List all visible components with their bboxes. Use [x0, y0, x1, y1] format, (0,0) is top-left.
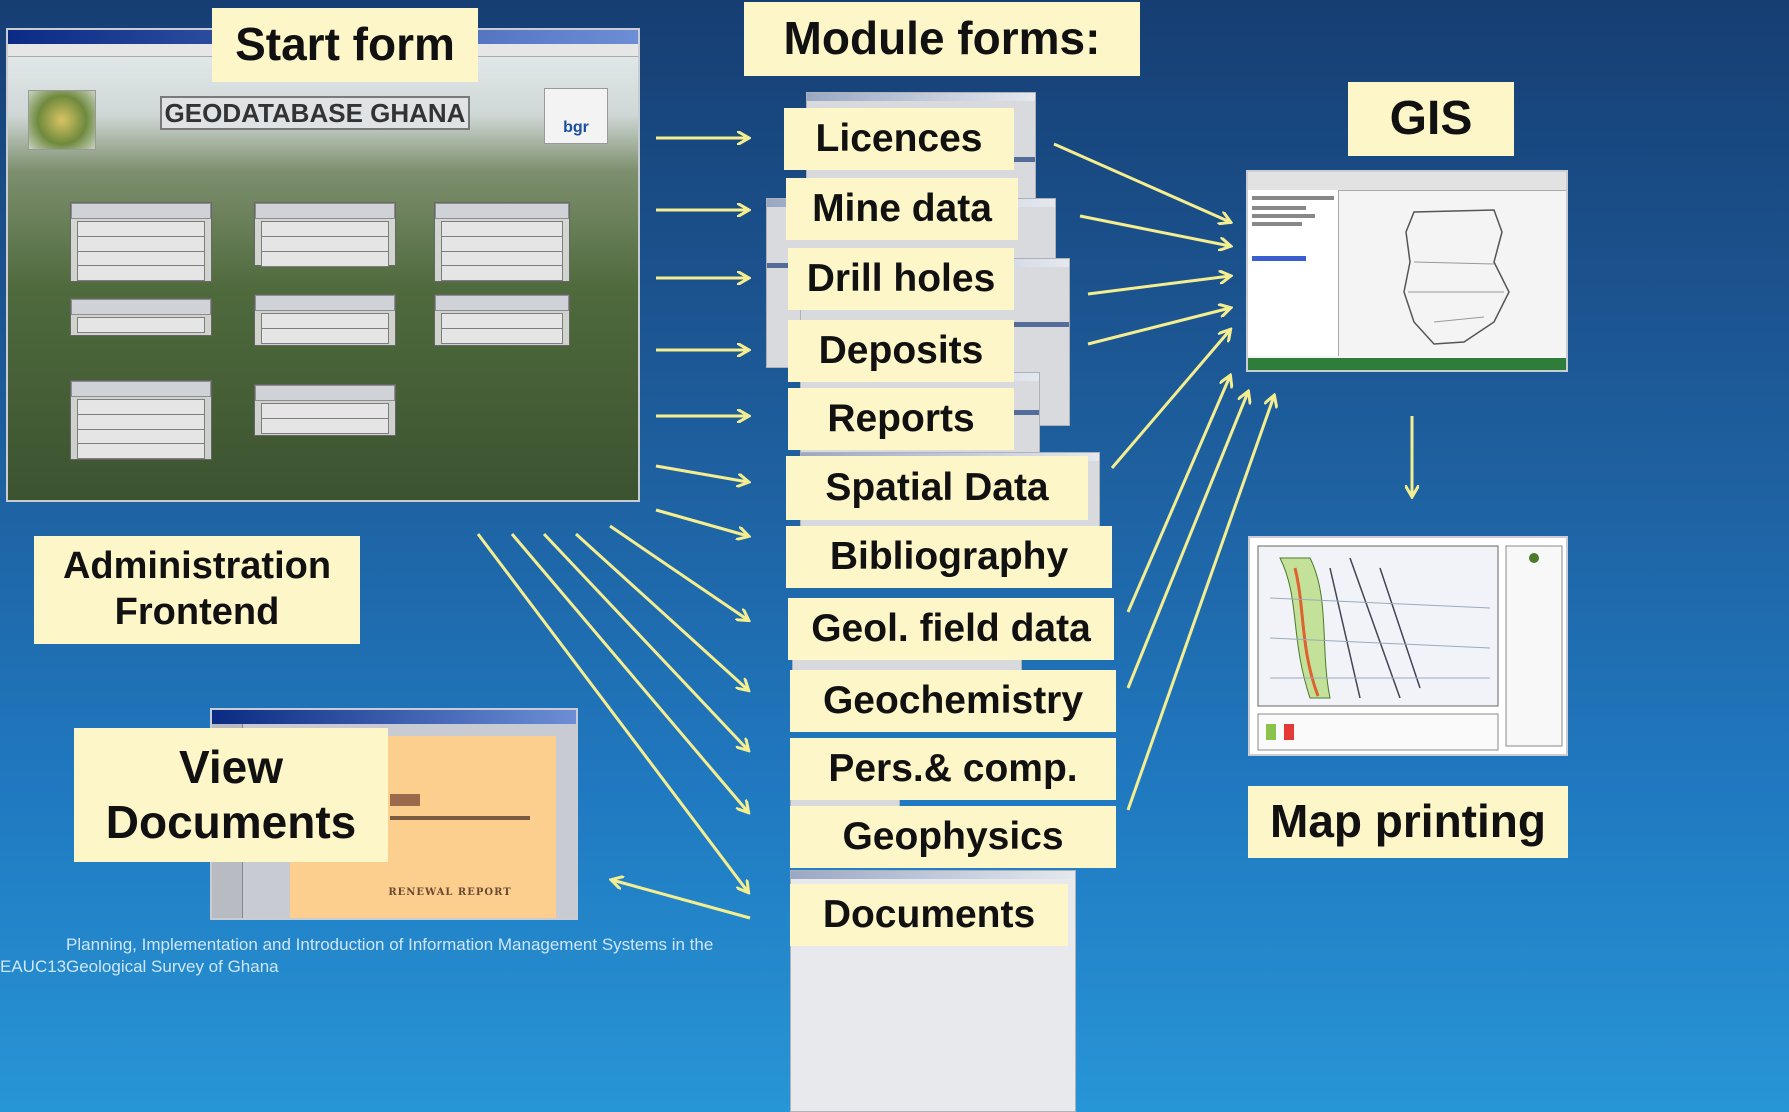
arrow-to-spatial-data	[655, 464, 748, 482]
button-group-geology	[434, 202, 570, 282]
footer-line2: Geological Survey of Ghana	[66, 957, 279, 976]
form-button[interactable]	[441, 265, 563, 281]
button-group-administration	[70, 380, 212, 460]
button-group-environment	[70, 298, 212, 336]
document-stamp	[390, 794, 420, 806]
form-button[interactable]	[261, 328, 389, 344]
module-forms-label: Module forms:	[744, 2, 1140, 76]
bgr-logo: bgr	[544, 88, 608, 144]
viewer-title-bar	[212, 710, 576, 724]
button-group-mining	[70, 202, 212, 282]
form-button[interactable]	[77, 399, 205, 415]
form-button[interactable]	[261, 418, 389, 434]
gis-status-bar	[1248, 358, 1566, 370]
form-button[interactable]	[77, 221, 205, 237]
view-docs-line1: View	[179, 740, 283, 793]
form-button[interactable]	[77, 443, 205, 459]
button-group-metadata	[434, 294, 570, 346]
map-printing-label: Map printing	[1248, 786, 1568, 858]
ghana-outline-map	[1403, 209, 1510, 345]
gis-table-of-contents	[1248, 190, 1339, 356]
module-mine-data: Mine data	[786, 178, 1018, 240]
arrow-spatial-data-to-gis	[1110, 330, 1230, 469]
form-button[interactable]	[261, 403, 389, 419]
footer-prefix: EAUC13	[0, 957, 67, 976]
arrow-to-geochemistry	[574, 532, 748, 690]
module-drill-holes: Drill holes	[788, 248, 1014, 310]
arrow-deposits-to-gis	[1087, 308, 1230, 346]
button-group-economic-geology	[254, 202, 396, 267]
form-button[interactable]	[261, 221, 389, 237]
form-button[interactable]	[77, 317, 205, 333]
arrow-drill-holes-to-gis	[1087, 276, 1230, 296]
form-button[interactable]	[77, 414, 205, 430]
form-button[interactable]	[261, 251, 389, 267]
module-spatial-data: Spatial Data	[786, 456, 1088, 520]
admin-label-line2: Frontend	[114, 591, 280, 633]
footer-line1: Planning, Implementation and Introductio…	[66, 935, 714, 954]
arrow-to-view-documents	[612, 880, 751, 920]
form-button[interactable]	[441, 328, 563, 344]
start-form-screenshot: GEODATABASE GHANA bgr	[6, 28, 640, 502]
ghana-coat-of-arms-icon	[28, 90, 96, 150]
start-form-label: Start form	[212, 8, 478, 82]
gis-screenshot	[1246, 170, 1568, 372]
arrow-mine-data-to-gis	[1079, 214, 1230, 246]
button-group-document-tools	[254, 384, 396, 436]
module-geol-field-data: Geol. field data	[788, 598, 1114, 660]
module-bibliography: Bibliography	[786, 526, 1112, 588]
arrow-to-bibliography	[655, 508, 748, 536]
module-deposits: Deposits	[788, 320, 1014, 382]
geodatabase-title: GEODATABASE GHANA	[160, 96, 470, 130]
geological-map	[1257, 545, 1563, 751]
form-button[interactable]	[441, 221, 563, 237]
administration-frontend-label: Administration Frontend	[34, 536, 360, 644]
arrow-geochemistry-to-gis	[1126, 392, 1248, 689]
form-button[interactable]	[441, 313, 563, 329]
form-button[interactable]	[77, 236, 205, 252]
arrow-to-geol-field-data	[609, 524, 748, 620]
module-reports: Reports	[788, 388, 1014, 450]
view-docs-line2: Documents	[105, 796, 357, 848]
button-group-mineral-trade	[254, 294, 396, 346]
module-geophysics: Geophysics	[790, 806, 1116, 868]
gis-label: GIS	[1348, 82, 1514, 156]
arrow-licences-to-gis	[1053, 142, 1230, 222]
printed-map-screenshot	[1248, 536, 1568, 756]
document-preview-text: RENEWAL REPORT	[388, 887, 512, 898]
bgr-logo-text: bgr	[563, 119, 589, 136]
view-documents-label: View Documents	[74, 728, 388, 862]
admin-label-line1: Administration	[62, 545, 332, 588]
form-button[interactable]	[261, 313, 389, 329]
module-pers-comp: Pers.& comp.	[790, 738, 1116, 800]
document-heading-line	[390, 816, 530, 820]
form-button[interactable]	[77, 265, 205, 281]
module-documents: Documents	[790, 884, 1068, 946]
module-licences: Licences	[784, 108, 1014, 170]
form-button[interactable]	[261, 236, 389, 252]
gis-toolbar	[1248, 172, 1566, 191]
arrow-geol-field-data-to-gis	[1126, 376, 1230, 613]
form-button[interactable]	[441, 236, 563, 252]
module-geochemistry: Geochemistry	[790, 670, 1116, 732]
